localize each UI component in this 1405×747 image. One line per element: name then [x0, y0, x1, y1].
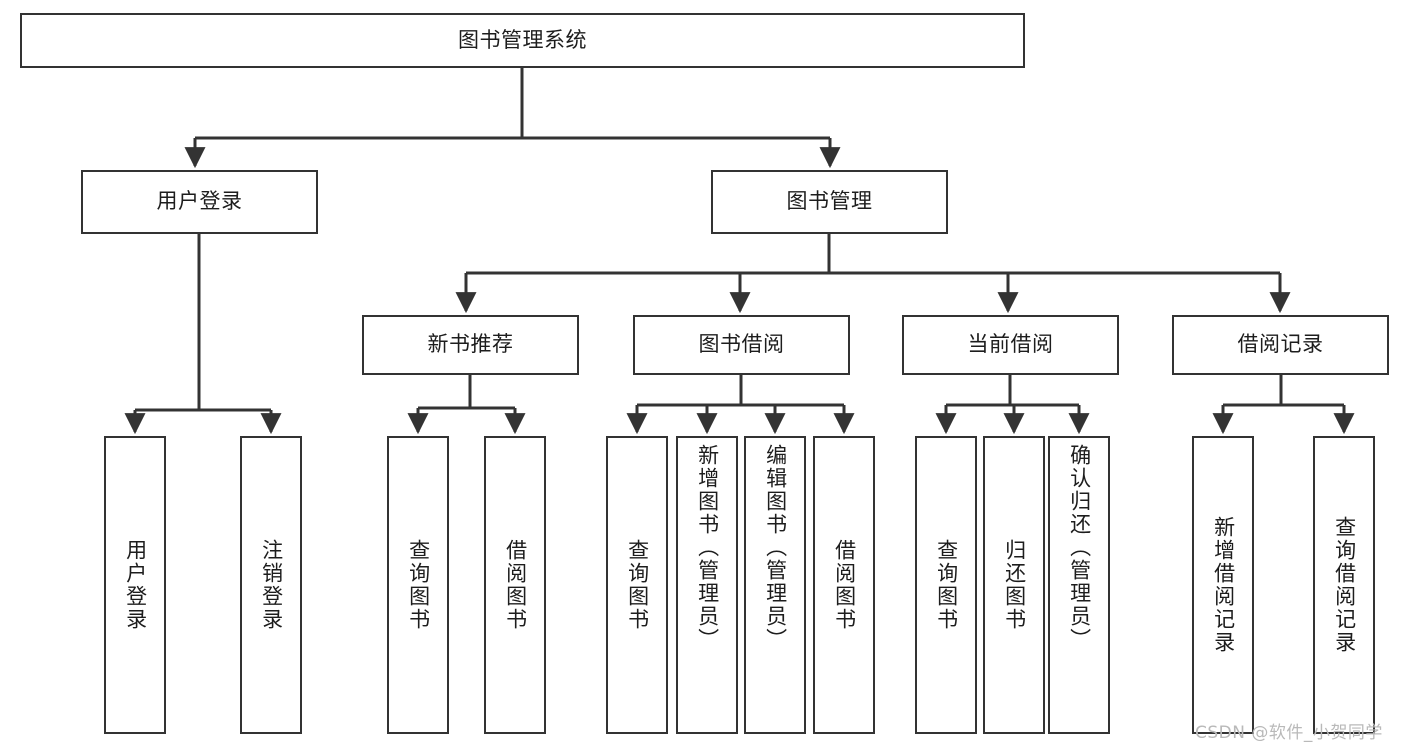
- node-leaf-edit-book-label: 编辑图书（管理员）: [763, 444, 788, 651]
- node-leaf-confirm-return-label: 确认归还（管理员）: [1067, 444, 1092, 651]
- node-book-manage[interactable]: 图书管理: [711, 170, 948, 234]
- node-leaf-borrow-book-new-label: 借阅图书: [503, 539, 528, 631]
- node-new-book-recommend-label: 新书推荐: [427, 332, 514, 357]
- node-borrow-record[interactable]: 借阅记录: [1172, 315, 1389, 375]
- node-leaf-query-record-label: 查询借阅记录: [1332, 516, 1357, 654]
- node-leaf-user-login-label: 用户登录: [123, 539, 148, 631]
- node-current-borrow[interactable]: 当前借阅: [902, 315, 1119, 375]
- node-leaf-user-login[interactable]: 用户登录: [104, 436, 166, 734]
- node-book-borrow[interactable]: 图书借阅: [633, 315, 850, 375]
- book-manage-connectors: [455, 234, 1291, 314]
- node-book-borrow-label: 图书借阅: [698, 332, 785, 357]
- node-leaf-confirm-return[interactable]: 确认归还（管理员）: [1048, 436, 1110, 734]
- node-leaf-query-book-borrow[interactable]: 查询图书: [606, 436, 668, 734]
- node-borrow-record-label: 借阅记录: [1237, 332, 1324, 357]
- node-leaf-return-book[interactable]: 归还图书: [983, 436, 1045, 734]
- node-leaf-add-book-label: 新增图书（管理员）: [695, 444, 720, 651]
- node-leaf-return-book-label: 归还图书: [1002, 539, 1027, 631]
- node-leaf-borrow-book[interactable]: 借阅图书: [813, 436, 875, 734]
- node-leaf-query-book-borrow-label: 查询图书: [625, 539, 650, 631]
- node-book-manage-label: 图书管理: [786, 189, 873, 214]
- root-to-level1-connectors: [184, 68, 841, 169]
- node-leaf-query-book-new[interactable]: 查询图书: [387, 436, 449, 734]
- borrow-record-connectors: [1212, 375, 1355, 435]
- node-new-book-recommend[interactable]: 新书推荐: [362, 315, 579, 375]
- node-user-login[interactable]: 用户登录: [81, 170, 318, 234]
- node-user-login-label: 用户登录: [156, 189, 243, 214]
- node-root-label: 图书管理系统: [458, 27, 587, 52]
- node-leaf-edit-book[interactable]: 编辑图书（管理员）: [744, 436, 806, 734]
- node-leaf-logout[interactable]: 注销登录: [240, 436, 302, 734]
- node-leaf-query-record[interactable]: 查询借阅记录: [1313, 436, 1375, 734]
- book-borrow-connectors: [626, 375, 855, 435]
- node-root[interactable]: 图书管理系统: [20, 13, 1025, 68]
- user-login-connectors: [124, 234, 282, 435]
- node-current-borrow-label: 当前借阅: [967, 332, 1054, 357]
- node-leaf-borrow-book-new[interactable]: 借阅图书: [484, 436, 546, 734]
- node-leaf-query-book-current[interactable]: 查询图书: [915, 436, 977, 734]
- current-borrow-connectors: [935, 375, 1090, 435]
- node-leaf-logout-label: 注销登录: [259, 539, 284, 631]
- csdn-watermark: CSDN @软件_小贺同学: [1195, 723, 1383, 743]
- new-book-connectors: [407, 375, 526, 435]
- node-leaf-add-book[interactable]: 新增图书（管理员）: [676, 436, 738, 734]
- node-leaf-add-record-label: 新增借阅记录: [1211, 516, 1236, 654]
- node-leaf-query-book-current-label: 查询图书: [934, 539, 959, 631]
- node-leaf-borrow-book-label: 借阅图书: [832, 539, 857, 631]
- node-leaf-query-book-new-label: 查询图书: [406, 539, 431, 631]
- node-leaf-add-record[interactable]: 新增借阅记录: [1192, 436, 1254, 734]
